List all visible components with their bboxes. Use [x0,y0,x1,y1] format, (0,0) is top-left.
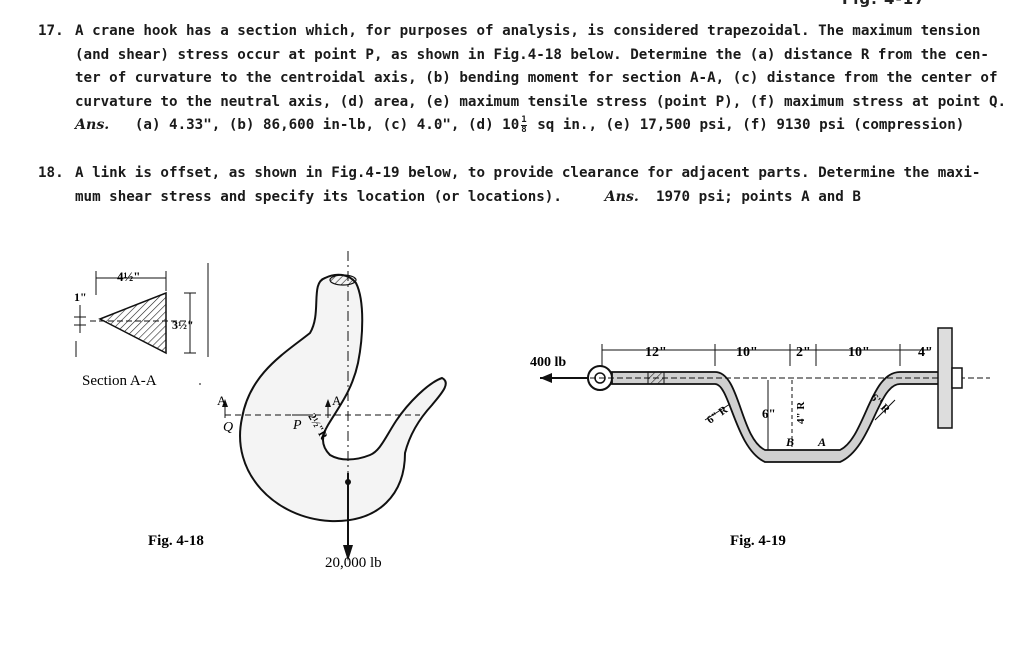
link-load-label: 400 lb [530,355,566,370]
answer-text: (a) 4.33", (b) 86,600 in-lb, (c) 4.0", (… [134,117,520,133]
radius-6-left-label: 6" R [705,403,731,426]
problem-line: ter of curvature to the centroidal axis,… [75,70,998,86]
section-aa-drawing [74,263,209,385]
load-label: 20,000 lb [325,555,382,571]
point-b-label: B [785,435,794,449]
answer-label: Ans. [75,117,110,133]
point-q-label: Q [223,420,233,435]
dim-small-label: 1" [74,290,87,304]
fig-19-caption: Fig. 4-19 [730,533,786,549]
problem-number: 18. [38,165,64,181]
figure-4-18: 4½" 1" 3½" Section A-A A A Q P 2½"R Fig.… [74,251,447,571]
offset-link-drawing [540,327,990,463]
problem-line: A crane hook has a section which, for pu… [75,23,981,39]
answer-line: Ans. (a) 4.33", (b) 86,600 in-lb, (c) 4.… [75,114,1006,138]
problem-18: 18. A link is offset, as shown in Fig.4-… [38,162,980,209]
answer-text: 1970 psi; points A and B [655,188,861,205]
point-p-label: P [292,418,302,433]
dim-height-label: 3½" [172,318,194,332]
answer-text: sq in., (e) 17,500 psi, (f) 9130 psi (co… [528,117,965,133]
answer-label: Ans. [604,188,639,205]
answer-line: mum shear stress and specify its locatio… [75,186,980,210]
dim-4-label: 4" [918,345,933,360]
figure-4-19: 400 lb 12" 10" 2" 10" 4" 6" R 6" R 4" R … [530,327,990,549]
problem-17: 17. A crane hook has a section which, fo… [38,20,1006,138]
dim-2-label: 2" [796,345,811,360]
fig-18-caption: Fig. 4-18 [148,533,204,549]
radius-4-label: 4" R [795,401,807,424]
point-a-left-label: A [217,393,227,408]
section-label: Section A-A [82,373,157,389]
point-a-label: A [817,435,826,449]
problem-line: (and shear) stress occur at point P, as … [75,46,989,63]
crane-hook-drawing [222,251,447,561]
figure-header-clip: Fig. 4-17 [842,0,926,8]
problem-line: mum shear stress and specify its locatio… [75,188,562,205]
problem-line: curvature to the neutral axis, (d) area,… [75,93,1007,110]
dim-6-label: 6" [762,406,776,421]
dim-12-label: 12" [645,345,667,360]
dim-10b-label: 10" [848,345,870,360]
problem-line: A link is offset, as shown in Fig.4-19 b… [75,165,981,181]
dim-width-label: 4½" [117,269,140,284]
dim-10a-label: 10" [736,345,758,360]
problem-number: 17. [38,23,64,39]
point-a-right-label: A [332,393,342,408]
